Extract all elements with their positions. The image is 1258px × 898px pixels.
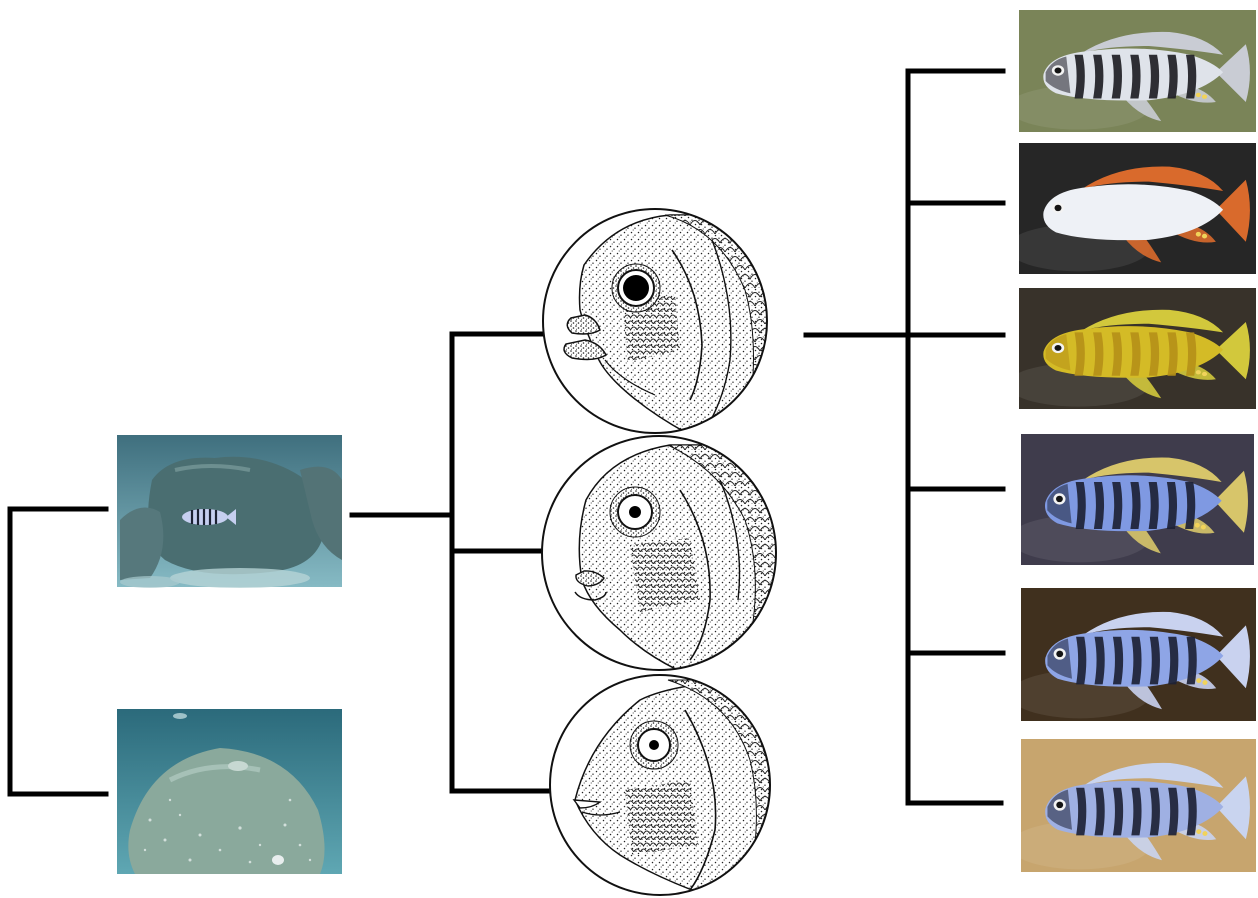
species-photo-blue-barred-orange-belly bbox=[1009, 588, 1256, 721]
species-photo-white-orange-fin bbox=[1007, 143, 1256, 274]
species-photos bbox=[1007, 10, 1256, 872]
pointed-snout-head-drawing bbox=[550, 675, 780, 898]
sand-habitat-photo bbox=[117, 709, 342, 874]
thick-lipped-head-drawing bbox=[543, 209, 780, 440]
species-photo-yellow-barred bbox=[1007, 288, 1256, 409]
species-comb bbox=[908, 71, 1003, 803]
heads-bracket bbox=[452, 334, 548, 791]
rock-habitat-photo bbox=[117, 435, 342, 588]
short-snout-head-drawing bbox=[542, 436, 790, 680]
species-photo-black-barred-white bbox=[1007, 10, 1256, 132]
species-photo-blue-barred-sandy bbox=[1009, 739, 1256, 872]
root-bracket bbox=[10, 509, 106, 794]
species-photo-blue-barred-yellow-fin bbox=[1009, 434, 1254, 565]
